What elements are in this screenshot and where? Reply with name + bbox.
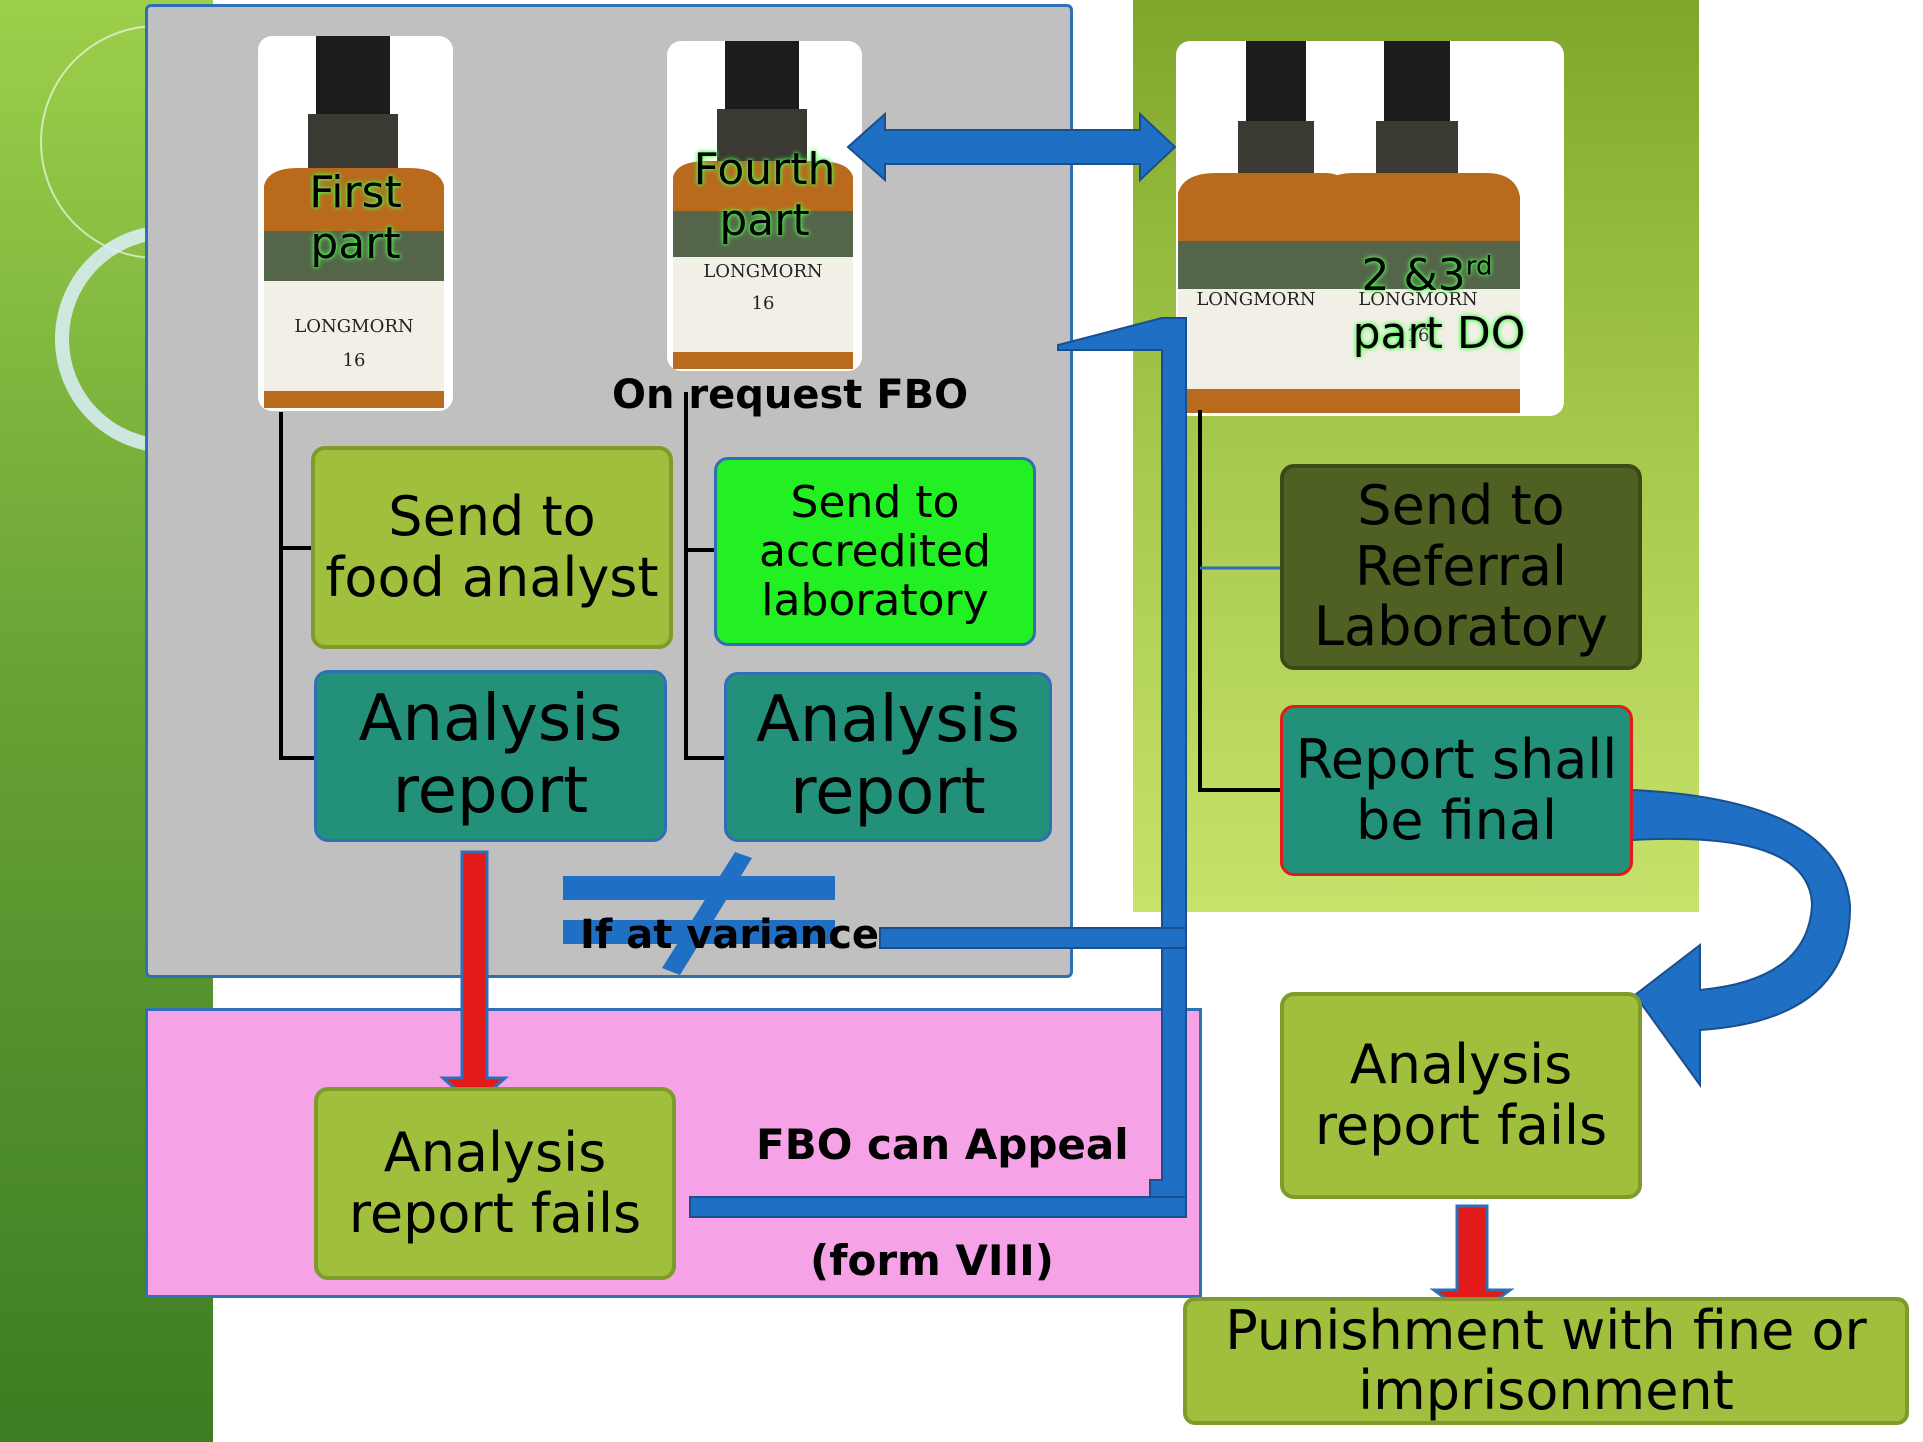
- send-accredited-box: Send to accredited laboratory: [714, 457, 1036, 646]
- analysis-fails-box-right: Analysis report fails: [1280, 992, 1642, 1199]
- do-part-suffix: rd: [1465, 251, 1493, 282]
- do-part-number: 2 &3: [1361, 250, 1466, 301]
- bottle-second-third-part: LONGMORN LONGMORN 16 2 &3rd part DO: [1176, 41, 1564, 416]
- first-part-label: First part: [309, 167, 402, 269]
- do-part-label: 2 &3rd: [1332, 250, 1522, 302]
- connector-lines: [279, 392, 1285, 792]
- bottle-image: LONGMORN 16: [264, 36, 444, 408]
- send-food-analyst-box: Send to food analyst: [311, 446, 673, 649]
- bottle-fourth-part: LONGMORN 16 Fourth part: [667, 41, 862, 371]
- do-part-label-2: part DO: [1352, 308, 1526, 359]
- bottle-age: 16: [343, 350, 366, 371]
- bottle-brand: LONGMORN: [294, 316, 413, 337]
- bottle-first-part: LONGMORN 16 First part: [258, 36, 453, 411]
- send-referral-box: Send to Referral Laboratory: [1280, 464, 1642, 670]
- variance-line: [879, 927, 1187, 949]
- fbo-appeal-label: FBO can Appeal: [756, 1120, 1129, 1169]
- analysis-report-box-1: Analysis report: [314, 670, 667, 842]
- analysis-report-box-2: Analysis report: [724, 672, 1052, 842]
- bottle-brand: LONGMORN: [1196, 289, 1315, 310]
- not-equal-bar: [563, 876, 835, 900]
- exchange-arrow: [846, 111, 1177, 183]
- bottle-image: LONGMORN LONGMORN 16: [1178, 41, 1520, 413]
- bottle-brand: LONGMORN: [1358, 289, 1477, 310]
- form-label: (form VIII): [810, 1236, 1055, 1285]
- appeal-arrow: [1057, 317, 1187, 1216]
- punishment-box: Punishment with fine or imprisonment: [1183, 1297, 1909, 1425]
- fourth-part-label: Fourth part: [693, 144, 836, 246]
- on-request-label: On request FBO: [612, 372, 969, 418]
- bottle-image: LONGMORN 16: [673, 41, 853, 369]
- variance-label: If at variance: [580, 912, 880, 958]
- bottle-brand: LONGMORN: [703, 261, 822, 282]
- report-final-box: Report shall be final: [1280, 705, 1633, 876]
- not-equal-slash: [662, 852, 752, 975]
- fail-arrow-left: [439, 850, 509, 1109]
- bottle-age: 16: [752, 293, 775, 314]
- appeal-line: [689, 1196, 1187, 1218]
- final-to-fail-arrow: [1631, 788, 1852, 1089]
- analysis-fails-box-left: Analysis report fails: [314, 1087, 676, 1280]
- bottle-age: 16: [1407, 325, 1430, 346]
